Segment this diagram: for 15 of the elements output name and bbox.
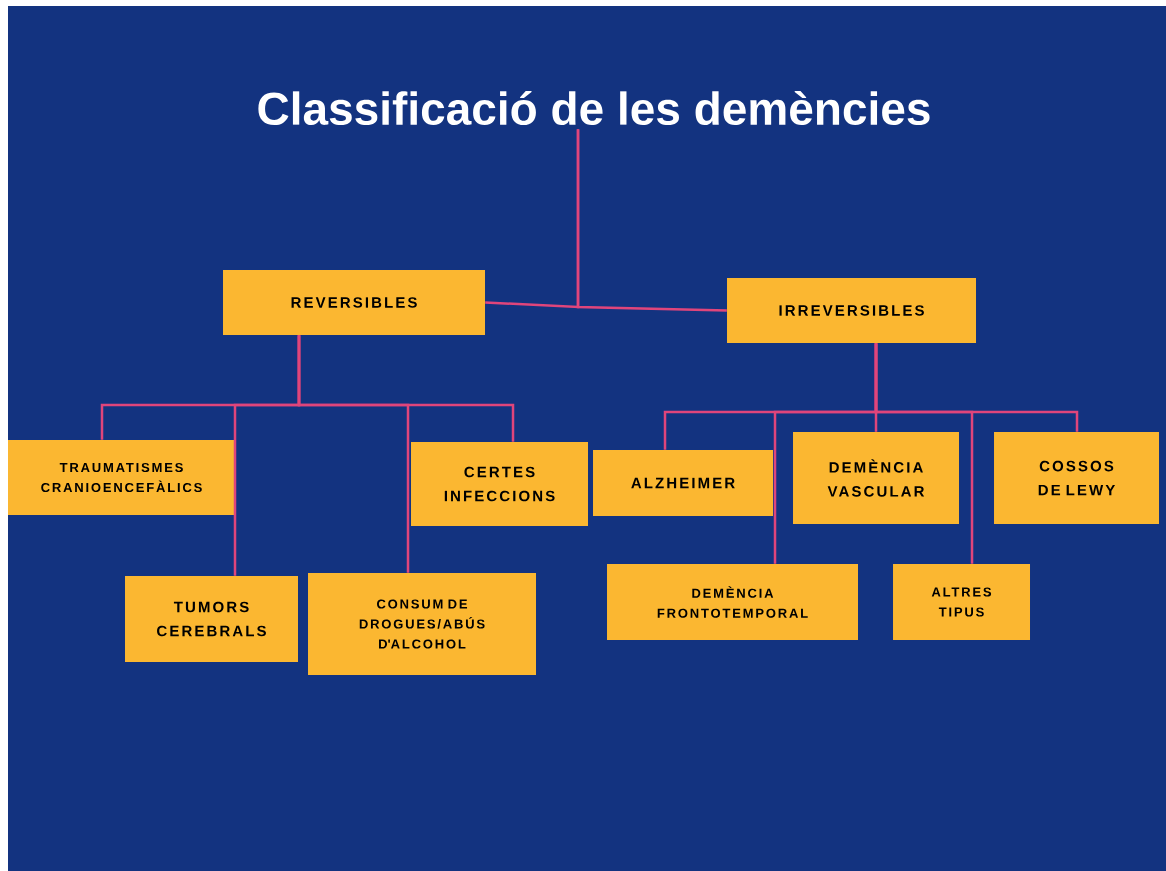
category-box: IRREVERSIBLES: [727, 278, 976, 343]
category-box: ALTRES TIPUS: [893, 564, 1030, 640]
category-box: DEMÈNCIA VASCULAR: [793, 432, 959, 524]
connector-line: [297, 335, 515, 442]
connector-line: [874, 343, 1079, 432]
category-box: DEMÈNCIA FRONTOTEMPORAL: [607, 564, 858, 640]
category-box: TRAUMATISMES CRANIOENCEFÀLICS: [8, 440, 235, 515]
title: Classificació de les demències: [258, 90, 930, 126]
category-box: CERTES INFECCIONS: [411, 442, 588, 526]
category-box: REVERSIBLES: [223, 270, 485, 335]
category-box: TUMORS CEREBRALS: [125, 576, 298, 662]
connector-line: [576, 129, 727, 312]
category-box: COSSOS DE LEWY: [994, 432, 1159, 524]
category-box: ALZHEIMER: [593, 450, 773, 516]
category-box: CONSUM DE DROGUES/ABÚS D'ALCOHOL: [308, 573, 536, 675]
